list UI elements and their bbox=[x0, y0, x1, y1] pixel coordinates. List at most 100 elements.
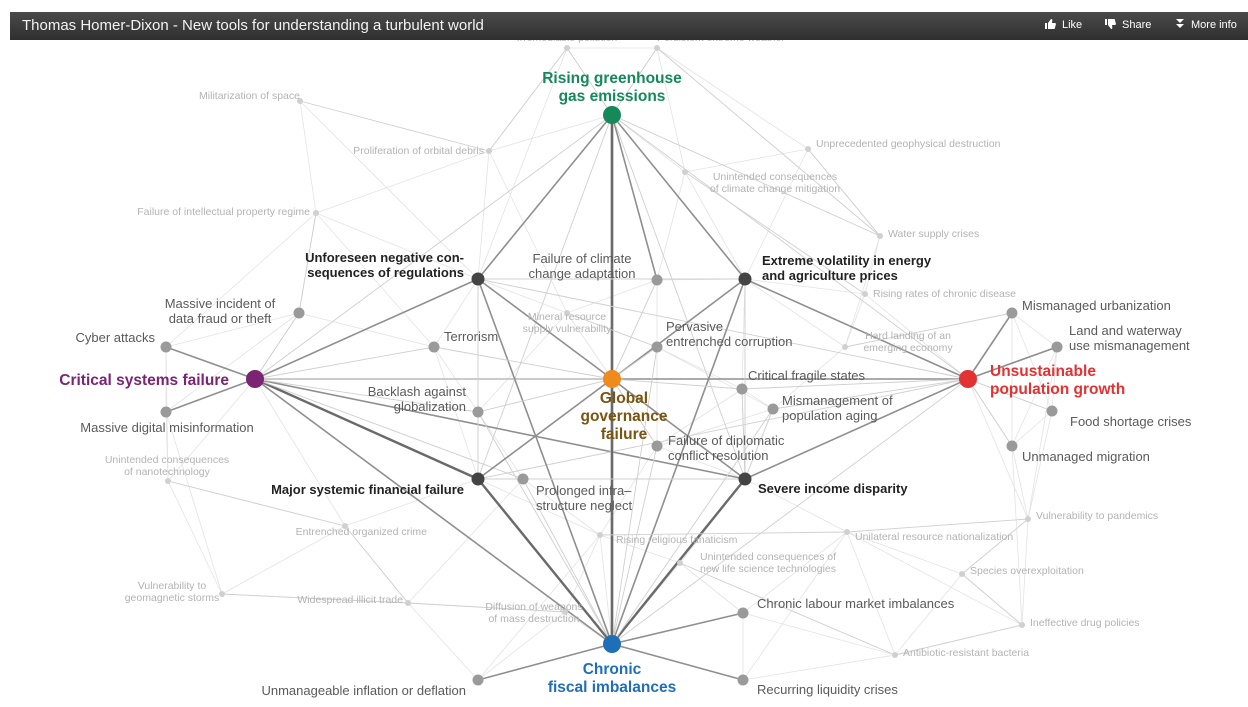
like-button[interactable]: Like bbox=[1044, 18, 1082, 31]
node-misinfo[interactable] bbox=[160, 406, 172, 418]
like-label: Like bbox=[1062, 19, 1083, 31]
label-line: Rising rates of chronic disease bbox=[873, 288, 1016, 300]
node-nanotech[interactable] bbox=[165, 478, 171, 484]
node-corruption[interactable] bbox=[651, 341, 663, 353]
node-critical[interactable] bbox=[246, 370, 264, 388]
node-data_fraud[interactable] bbox=[293, 307, 305, 319]
mesh-link bbox=[1011, 445, 1023, 626]
node-cyber[interactable] bbox=[160, 341, 172, 353]
mesh-link bbox=[656, 388, 743, 447]
share-button[interactable]: Share bbox=[1104, 18, 1151, 31]
node-land[interactable] bbox=[1051, 341, 1063, 353]
node-food[interactable] bbox=[1046, 405, 1058, 417]
label-line: Extreme volatility in energy bbox=[762, 253, 932, 268]
label-line: Unintended consequences bbox=[713, 171, 837, 183]
node-geophysical[interactable] bbox=[805, 146, 811, 152]
label-chronic_disease: Rising rates of chronic disease bbox=[873, 288, 1016, 300]
node-aging[interactable] bbox=[767, 403, 779, 415]
node-population[interactable] bbox=[959, 370, 977, 388]
label-line: Unforeseen negative con- bbox=[305, 250, 464, 265]
mesh-link bbox=[477, 478, 601, 536]
video-title-bar: Thomas Homer-Dixon - New tools for under… bbox=[10, 12, 1248, 40]
node-hard_landing[interactable] bbox=[842, 344, 848, 350]
node-pollution[interactable] bbox=[564, 45, 570, 51]
mesh-link bbox=[165, 411, 223, 595]
node-species[interactable] bbox=[959, 571, 965, 577]
link-greenhouse-financial bbox=[477, 114, 613, 480]
mesh-link bbox=[742, 612, 896, 656]
link-greenhouse-pollution bbox=[566, 47, 613, 116]
link-governance-fragile bbox=[611, 378, 743, 390]
link-fiscal-labour bbox=[611, 612, 744, 645]
node-volatility[interactable] bbox=[738, 272, 752, 286]
node-mineral[interactable] bbox=[564, 310, 570, 316]
node-water[interactable] bbox=[877, 233, 883, 239]
link-governance-volatility bbox=[611, 278, 746, 380]
mesh-link bbox=[167, 480, 223, 595]
node-income[interactable] bbox=[738, 472, 752, 486]
node-governance[interactable] bbox=[603, 370, 621, 388]
node-chronic_disease[interactable] bbox=[862, 291, 868, 297]
mesh-link bbox=[656, 408, 774, 447]
label-line: Land and waterway bbox=[1069, 323, 1182, 338]
label-infrastructure: Prolonged infra–structure neglect bbox=[536, 483, 632, 513]
label-financial: Major systemic financial failure bbox=[271, 482, 464, 497]
label-line: failure bbox=[601, 426, 648, 443]
label-water: Water supply crises bbox=[888, 228, 979, 240]
node-urbanization[interactable] bbox=[1006, 307, 1018, 319]
node-climate_mitig[interactable] bbox=[682, 169, 688, 175]
node-climate_adapt[interactable] bbox=[651, 274, 663, 286]
label-line: Rising greenhouse bbox=[542, 70, 682, 87]
label-line: Unmanaged migration bbox=[1022, 449, 1150, 464]
link-religious-nationalization bbox=[599, 531, 848, 536]
node-space[interactable] bbox=[297, 98, 303, 104]
link-governance-income bbox=[611, 378, 746, 480]
node-geomagnetic[interactable] bbox=[219, 591, 225, 597]
node-greenhouse[interactable] bbox=[603, 106, 621, 124]
label-line: Failure of intellectual property regime bbox=[137, 206, 310, 218]
link-population-urbanization bbox=[967, 312, 1013, 380]
node-drug[interactable] bbox=[1019, 622, 1025, 628]
link-greenhouse-unforeseen bbox=[477, 114, 613, 280]
node-unforeseen[interactable] bbox=[471, 272, 485, 286]
mesh-link bbox=[477, 47, 568, 280]
mesh-link bbox=[407, 478, 524, 604]
node-labour[interactable] bbox=[737, 607, 749, 619]
node-migration[interactable] bbox=[1006, 440, 1018, 452]
node-diplomatic[interactable] bbox=[651, 440, 663, 452]
more-info-button[interactable]: More info bbox=[1175, 18, 1237, 31]
node-financial[interactable] bbox=[471, 472, 485, 486]
node-fiscal[interactable] bbox=[603, 635, 621, 653]
node-nationalization[interactable] bbox=[844, 529, 850, 535]
node-organized_crime[interactable] bbox=[342, 523, 348, 529]
link-hard_landing-urbanization bbox=[844, 312, 1013, 348]
node-pandemics[interactable] bbox=[1025, 516, 1031, 522]
label-line: Antibiotic-resistant bacteria bbox=[903, 647, 1029, 659]
link-fiscal-financial bbox=[477, 478, 613, 645]
mesh-link bbox=[599, 534, 613, 645]
node-backlash[interactable] bbox=[472, 406, 484, 418]
link-population-unforeseen bbox=[477, 278, 969, 380]
node-life_science[interactable] bbox=[677, 560, 683, 566]
node-liquidity[interactable] bbox=[737, 674, 749, 686]
node-illicit[interactable] bbox=[405, 600, 411, 606]
label-line: Pervasive bbox=[666, 319, 723, 334]
node-inflation[interactable] bbox=[472, 674, 484, 686]
node-terrorism[interactable] bbox=[428, 341, 440, 353]
node-debris[interactable] bbox=[486, 148, 492, 154]
node-weather[interactable] bbox=[654, 45, 660, 51]
link-fiscal-volatility bbox=[611, 278, 746, 645]
node-antibiotic[interactable] bbox=[892, 652, 898, 658]
mesh-link bbox=[744, 478, 848, 533]
node-fragile[interactable] bbox=[736, 383, 748, 395]
label-line: Unprecedented geophysical destruction bbox=[816, 138, 1001, 150]
node-ip[interactable] bbox=[313, 210, 319, 216]
mesh-link bbox=[741, 278, 746, 390]
link-species-drug bbox=[961, 573, 1023, 626]
mesh-link bbox=[1011, 312, 1058, 348]
node-wmd[interactable] bbox=[562, 609, 568, 615]
node-religious[interactable] bbox=[597, 532, 603, 538]
node-infrastructure[interactable] bbox=[517, 473, 529, 485]
